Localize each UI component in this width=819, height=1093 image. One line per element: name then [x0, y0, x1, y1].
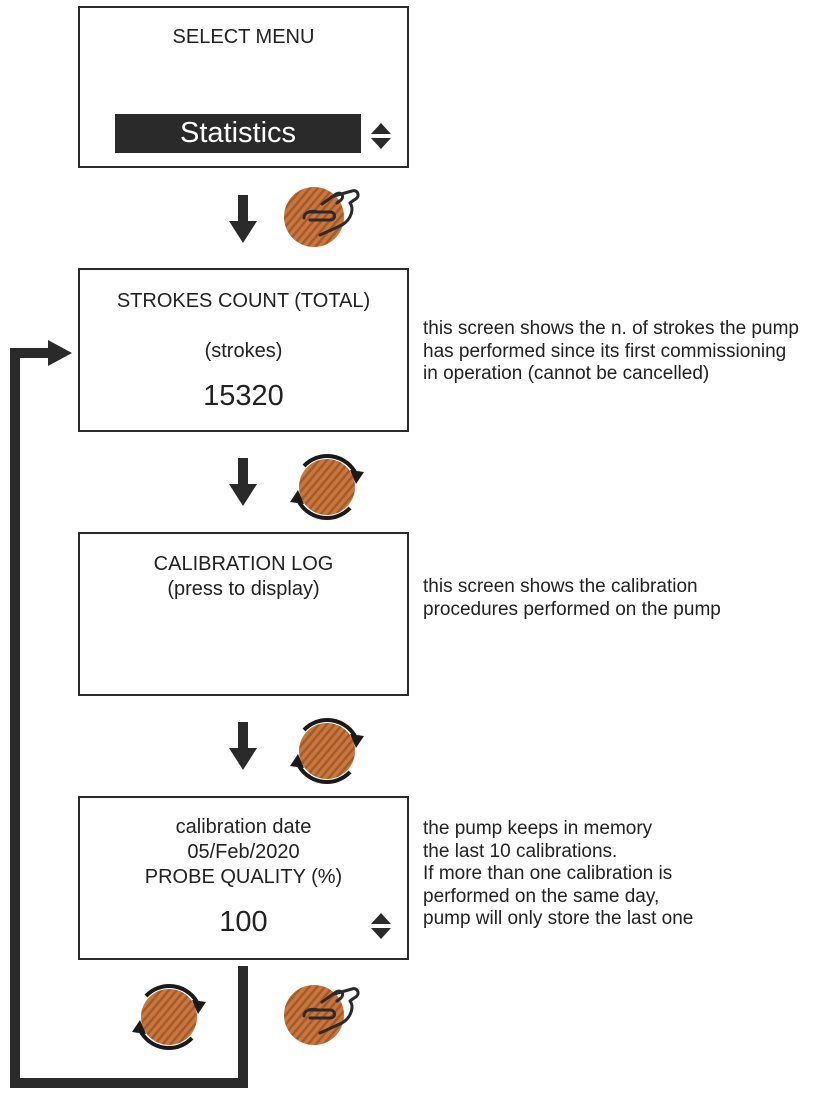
strokes-note-line: has performed since its first commission… [423, 340, 787, 362]
strokes-unit: (strokes) [204, 340, 283, 362]
knob-rotate-icon[interactable] [284, 444, 370, 530]
calibration-date-label: calibration date [175, 816, 312, 838]
down-arrow-icon [229, 722, 257, 770]
strokes-note: this screen shows the n. of strokes the … [423, 318, 799, 386]
knob-press-icon[interactable] [282, 980, 372, 1050]
calibration-entry-note-line: pump will only store the last one [423, 908, 694, 929]
up-down-arrows-icon[interactable] [370, 121, 392, 151]
probe-quality-label: PROBE QUALITY (%) [144, 866, 343, 888]
select-menu-screen: SELECT MENU Statistics [78, 6, 409, 168]
down-arrow-icon [229, 458, 257, 506]
calibration-entry-note-line: If more than one calibration is [423, 863, 673, 884]
calibration-log-hint: (press to display) [167, 578, 320, 600]
knob-rotate-icon[interactable] [126, 974, 212, 1060]
selected-item-highlight[interactable]: Statistics [115, 114, 361, 153]
calibration-log-note: this screen shows the calibration proced… [423, 576, 721, 621]
calibration-entry-note-line: performed on the same day, [423, 885, 660, 907]
calibration-entry-note-line: the pump keeps in memory [423, 818, 653, 839]
knob-press-icon[interactable] [282, 182, 372, 252]
calibration-log-note-line: this screen shows the calibration [423, 576, 698, 597]
strokes-note-line: this screen shows the n. of strokes the … [423, 318, 799, 339]
strokes-value: 15320 [203, 380, 284, 412]
strokes-title: STROKES COUNT (TOTAL) [116, 290, 371, 312]
up-down-arrows-icon[interactable] [370, 911, 392, 941]
select-menu-title: SELECT MENU [172, 26, 315, 48]
strokes-note-line: in operation (cannot be cancelled) [423, 363, 710, 384]
strokes-count-screen: STROKES COUNT (TOTAL) (strokes) 15320 [78, 268, 409, 432]
down-arrow-icon [229, 195, 257, 243]
calibration-log-screen[interactable]: CALIBRATION LOG (press to display) [78, 532, 409, 696]
calibration-date-value: 05/Feb/2020 [187, 841, 300, 863]
calibration-entry-note: the pump keeps in memory the last 10 cal… [423, 818, 693, 931]
calibration-log-note-line: procedures performed on the pump [423, 598, 721, 620]
calibration-entry-screen: calibration date 05/Feb/2020 PROBE QUALI… [78, 796, 409, 960]
probe-quality-value: 100 [219, 906, 268, 938]
calibration-log-title: CALIBRATION LOG [153, 553, 334, 575]
calibration-entry-note-line: the last 10 calibrations. [423, 840, 618, 862]
knob-rotate-icon[interactable] [284, 708, 370, 794]
